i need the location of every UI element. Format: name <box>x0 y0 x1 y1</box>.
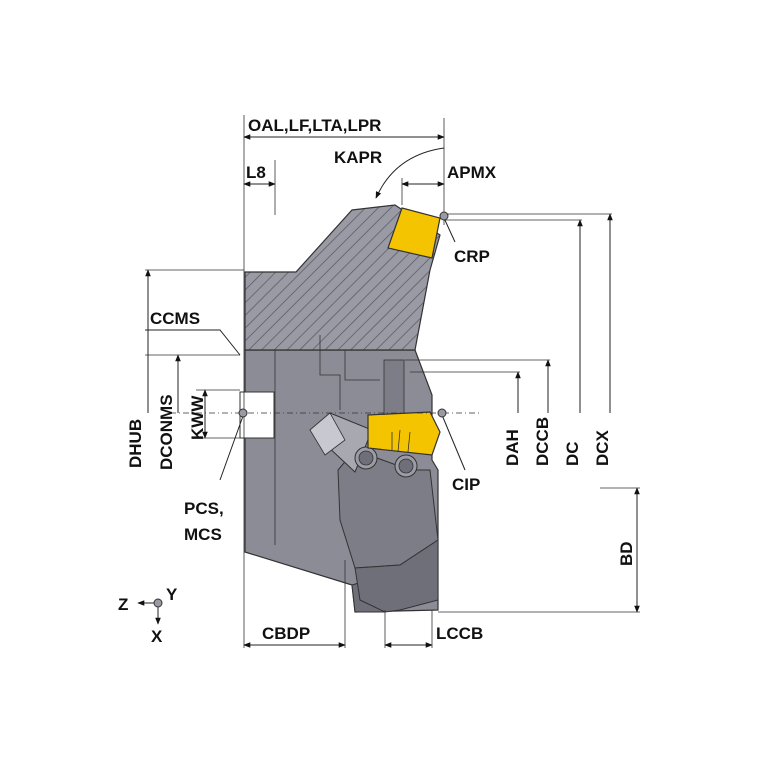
label-dconms: DCONMS <box>157 394 176 470</box>
label-dhub: DHUB <box>126 419 145 468</box>
axis-triad <box>137 598 163 625</box>
cip-point <box>437 408 447 418</box>
label-oal: OAL,LF,LTA,LPR <box>248 116 381 135</box>
label-ccms: CCMS <box>150 309 200 328</box>
label-bd: BD <box>617 541 636 566</box>
label-apmx: APMX <box>447 163 497 182</box>
label-axis-z: Z <box>118 595 128 614</box>
label-kapr: KAPR <box>334 148 382 167</box>
leader-pcs <box>219 415 244 481</box>
label-cip: CIP <box>452 475 480 494</box>
side-insert-facets <box>391 429 411 453</box>
side-insert <box>367 411 441 456</box>
label-lccb: LCCB <box>436 624 483 643</box>
screw-right <box>394 454 418 478</box>
label-pcs: PCS, <box>184 499 224 518</box>
crp-point <box>439 211 449 221</box>
top-insert <box>387 207 441 259</box>
pocket-lower-face <box>354 539 439 613</box>
inner-step-line <box>319 335 341 410</box>
clamp-wedge-face <box>309 412 346 456</box>
leader-cip <box>441 414 466 471</box>
leader-ccms <box>145 329 241 356</box>
label-dc: DC <box>563 441 582 466</box>
label-crp: CRP <box>454 247 490 266</box>
label-dcx: DCX <box>593 429 612 466</box>
dim-kapr-arc <box>375 147 445 199</box>
label-dccb: DCCB <box>533 417 552 466</box>
leader-crp <box>443 217 456 243</box>
label-axis-x: X <box>151 627 163 646</box>
pcs-point <box>238 408 248 418</box>
pocket-slot <box>383 359 405 421</box>
label-dah: DAH <box>503 429 522 466</box>
label-kww: KWW <box>188 395 207 440</box>
label-mcs: MCS <box>184 525 222 544</box>
screw-left <box>354 446 378 470</box>
label-cbdp: CBDP <box>262 624 310 643</box>
label-l8: L8 <box>246 163 266 182</box>
label-axis-y: Y <box>166 585 178 604</box>
inner-pocket-line <box>344 350 380 381</box>
